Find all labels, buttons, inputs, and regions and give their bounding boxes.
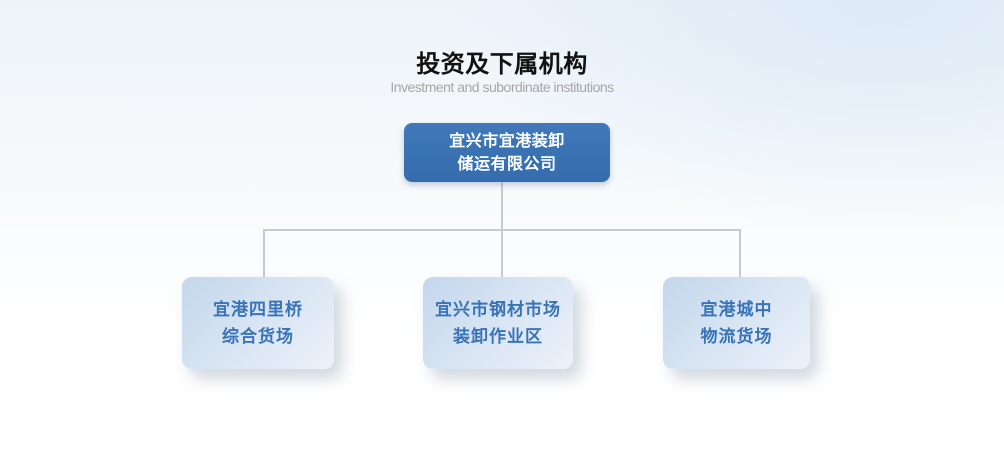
org-node-label-line: 装卸作业区 [453,327,543,346]
org-node-child-silqiao-yard: 宜港四里桥 综合货场 [182,277,334,369]
connector-root-stem [501,182,503,231]
org-node-label-line: 宜兴市钢材市场 [435,300,561,319]
org-node-label-line: 物流货场 [700,327,773,346]
org-node-child-steel-market-area: 宜兴市钢材市场 装卸作业区 [423,277,573,369]
org-node-label-line: 综合货场 [222,327,294,346]
org-node-label-line: 宜港城中 [700,300,773,319]
org-node-label-line: 宜港四里桥 [213,300,303,319]
page-subtitle: Investment and subordinate institutions [390,79,614,95]
connector-drop-middle [501,229,503,277]
connector-drop-right [739,229,741,277]
org-node-label-line: 宜兴市宜港装卸 [449,132,565,150]
org-node-label-line: 储运有限公司 [457,155,557,173]
org-node-child-chengzhong-logistics: 宜港城中 物流货场 [663,277,810,369]
page-title: 投资及下属机构 [416,51,588,78]
org-node-root-company: 宜兴市宜港装卸 储运有限公司 [404,123,610,182]
connector-drop-left [263,229,265,277]
